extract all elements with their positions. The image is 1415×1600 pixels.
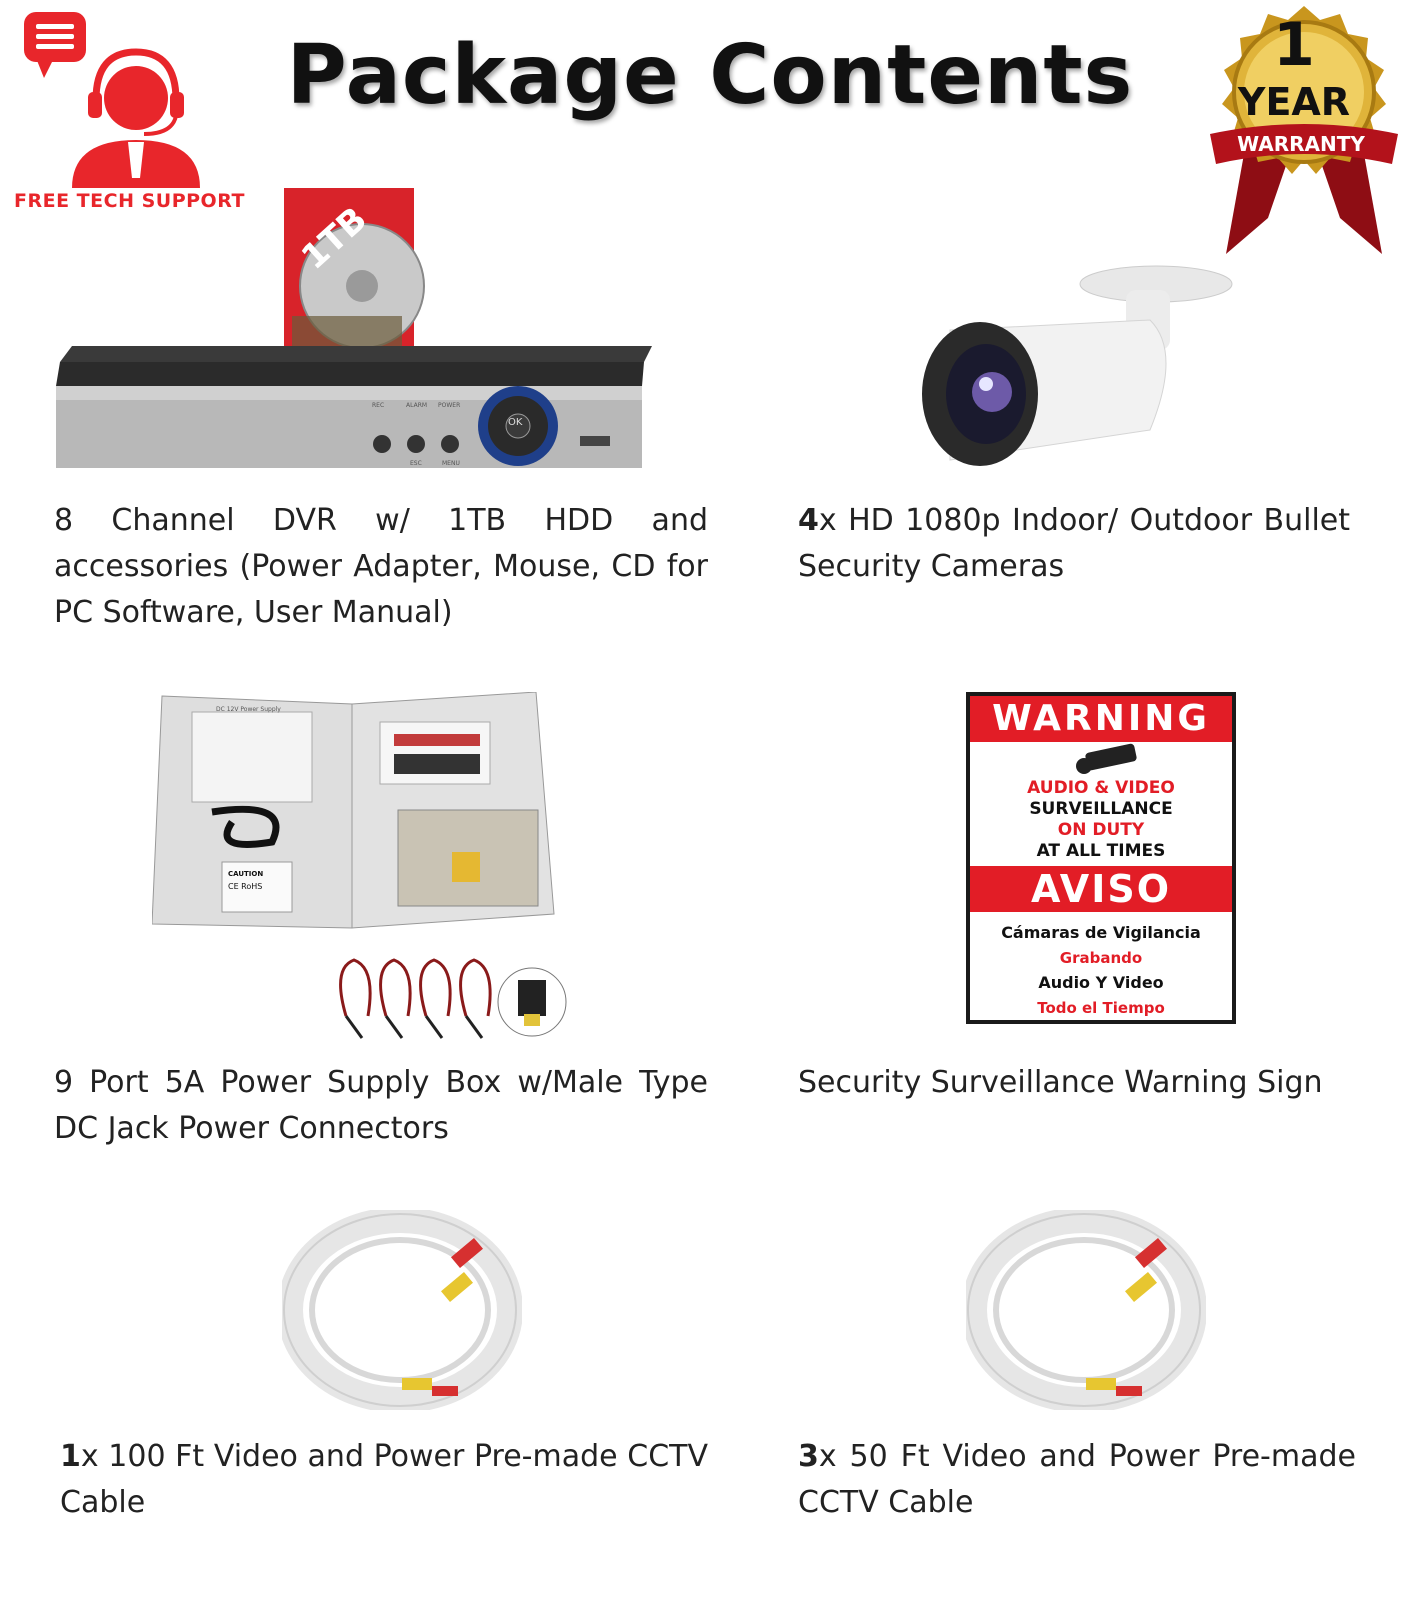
cable-coil-50ft-image [961,1207,1207,1413]
power-supply-box-image: DC 12V Power Supply CAUTION CE RoHS [151,691,562,932]
sign-line-en-4: AT ALL TIMES [1036,841,1166,861]
sign-line-es-1: Cámaras de Vigilancia [1001,923,1201,942]
tech-support-logo [14,8,224,188]
cable-coil-100ft-image [277,1207,523,1413]
warranty-badge: 1 YEAR WARRANTY [1206,4,1402,254]
sign-header-aviso: AVISO [970,866,1232,912]
sign-line-es-4: Todo el Tiempo [1037,999,1165,1017]
caption-cameras: 4x HD 1080p Indoor/ Outdoor Bullet Secur… [798,503,1350,584]
dvr-alarm-label: ALARM [406,402,428,409]
psu-rohs-label: CE RoHS [228,882,263,891]
dvr-menu-label: MENU [442,460,460,467]
dc-jack-connectors-image [332,958,572,1048]
sign-line-en-2: SURVEILLANCE [1029,799,1173,819]
sign-line-es-2: Grabando [1059,949,1143,967]
dvr-esc-label: ESC [410,460,422,467]
camera-icon [970,742,1232,778]
warning-sign: WARNING AUDIO & VIDEO SURVEILLANCE ON DU… [966,692,1236,1024]
psu-label: DC 12V Power Supply [216,706,281,713]
sign-line-en-3: ON DUTY [1057,820,1145,840]
warranty-unit: YEAR [1237,80,1351,124]
caption-cable-50ft: 3x 50 Ft Video and Power Pre-made CCTV C… [798,1439,1356,1520]
page-title: Package Contents [286,28,1134,123]
sign-line-es-3: Audio Y Video [1038,973,1164,992]
dvr-power-label: POWER [438,402,461,409]
sign-header-warning: WARNING [970,696,1232,742]
caption-cable-100ft: 1x 100 Ft Video and Power Pre-made CCTV … [60,1439,708,1520]
warranty-ribbon-text: WARRANTY [1237,132,1365,156]
warranty-number: 1 [1273,10,1315,80]
caption-power-supply: 9 Port 5A Power Supply Box w/Male Type D… [54,1065,708,1146]
bullet-camera-image [920,260,1240,480]
dvr-image: 1TB OK REC ALARM POWER ESC MENU [52,186,652,476]
free-tech-support-label: FREE TECH SUPPORT [14,190,245,212]
caption-dvr: 8 Channel DVR w/ 1TB HDD and accessories… [54,503,708,630]
caption-warning-sign: Security Surveillance Warning Sign [798,1065,1323,1100]
dvr-ok-button: OK [508,417,523,428]
sign-line-en-1: AUDIO & VIDEO [1027,778,1175,798]
headset-agent-icon [24,12,200,188]
psu-caution-label: CAUTION [228,870,264,878]
dvr-rec-label: REC [372,402,385,409]
